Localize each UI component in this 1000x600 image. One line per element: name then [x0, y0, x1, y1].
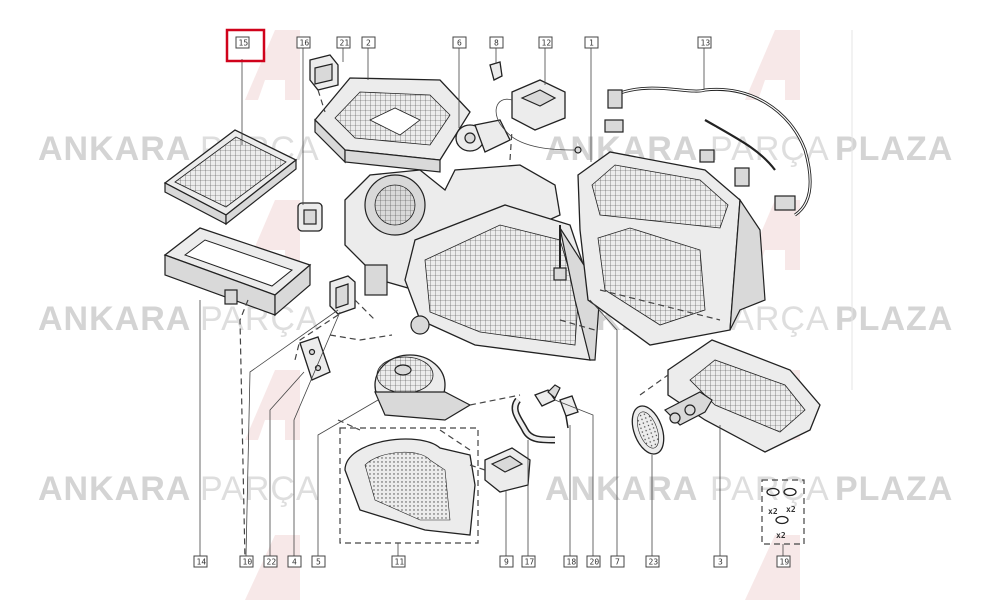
blower-housing-cover-2	[314, 77, 471, 173]
cabin-filter-15	[163, 129, 298, 226]
callout-23[interactable]: 23	[645, 555, 660, 568]
callout-14[interactable]: 14	[193, 555, 208, 568]
callout-7[interactable]: 7	[610, 555, 625, 568]
svg-text:5: 5	[316, 558, 321, 567]
svg-text:19: 19	[780, 558, 790, 567]
hvac-main-housing	[344, 164, 601, 361]
selected-part-highlight	[225, 28, 266, 63]
qty-label: x2	[776, 531, 786, 540]
evaporator-3	[663, 339, 821, 453]
watermark-plaza: PLAZA	[835, 130, 953, 168]
callout-11[interactable]: 11	[391, 555, 406, 568]
watermark-ankara: ANKARA	[38, 470, 191, 508]
callout-21[interactable]: 21	[336, 36, 351, 49]
o-ring-kit-19: x2 x2 x2	[761, 479, 805, 545]
watermark-plaza: PLAZA	[835, 300, 953, 338]
svg-text:12: 12	[542, 39, 552, 48]
callout-15[interactable]: 15	[235, 36, 250, 49]
filter-frame-14	[163, 227, 312, 317]
svg-text:23: 23	[649, 558, 659, 567]
callout-22[interactable]: 22	[263, 555, 278, 568]
connector-21	[309, 54, 339, 91]
qty-label: x2	[786, 505, 796, 514]
svg-text:1: 1	[589, 39, 594, 48]
svg-text:14: 14	[197, 558, 207, 567]
svg-text:2: 2	[366, 39, 371, 48]
svg-text:15: 15	[239, 39, 249, 48]
callout-4[interactable]: 4	[287, 555, 302, 568]
callout-13[interactable]: 13	[697, 36, 712, 49]
callout-10[interactable]: 10	[239, 555, 254, 568]
svg-text:7: 7	[615, 558, 620, 567]
svg-text:18: 18	[567, 558, 577, 567]
svg-text:16: 16	[300, 39, 310, 48]
watermark-plaza: PLAZA	[835, 470, 953, 508]
relay-4	[329, 275, 356, 315]
actuator-motor-6	[455, 119, 511, 153]
callout-17[interactable]: 17	[521, 555, 536, 568]
svg-text:22: 22	[267, 558, 277, 567]
blower-motor-5	[374, 354, 472, 421]
callout-12[interactable]: 12	[538, 36, 553, 49]
callout-6[interactable]: 6	[452, 36, 467, 49]
callout-18[interactable]: 18	[563, 555, 578, 568]
watermark-ankara: ANKARA	[545, 470, 698, 508]
svg-text:4: 4	[292, 558, 297, 567]
svg-text:3: 3	[718, 558, 723, 567]
watermark-parca: PARÇA	[200, 470, 320, 508]
callout-2[interactable]: 2	[361, 36, 376, 49]
air-duct-11	[344, 438, 476, 536]
leader-lines	[199, 47, 784, 557]
callout-8[interactable]: 8	[489, 36, 504, 49]
heater-core-box-1	[553, 151, 766, 346]
seal-gasket-23	[631, 405, 665, 455]
qty-label: x2	[768, 507, 778, 516]
callout-1[interactable]: 1	[584, 36, 599, 49]
valve-20	[534, 384, 561, 407]
callout-19[interactable]: 19	[776, 555, 791, 568]
wiring-harness-13	[604, 86, 812, 217]
hose-17	[511, 397, 556, 444]
bracket-9	[484, 447, 531, 493]
svg-text:17: 17	[525, 558, 535, 567]
watermark-layer: ANKARA PARÇA ANKARA PARÇA PLAZA ANKARA P…	[38, 30, 953, 600]
watermark-ankara: ANKARA	[38, 130, 191, 168]
clip-8	[489, 61, 503, 81]
resistor-16	[297, 202, 323, 232]
svg-text:11: 11	[395, 558, 405, 567]
assembly-lines	[239, 89, 721, 561]
control-module-12	[495, 79, 582, 154]
callout-5[interactable]: 5	[311, 555, 326, 568]
svg-text:13: 13	[701, 39, 711, 48]
svg-text:8: 8	[494, 39, 499, 48]
svg-text:9: 9	[504, 558, 509, 567]
sensor-18	[559, 395, 579, 429]
watermark-ankara: ANKARA	[38, 300, 191, 338]
callout-20[interactable]: 20	[586, 555, 601, 568]
svg-text:10: 10	[243, 558, 253, 567]
callout-16[interactable]: 16	[296, 36, 311, 49]
svg-text:6: 6	[457, 39, 462, 48]
callout-3[interactable]: 3	[713, 555, 728, 568]
callout-9[interactable]: 9	[499, 555, 514, 568]
sensor-unit	[364, 264, 388, 296]
svg-text:21: 21	[340, 39, 350, 48]
svg-text:20: 20	[590, 558, 600, 567]
motor-mount-22	[299, 336, 331, 381]
